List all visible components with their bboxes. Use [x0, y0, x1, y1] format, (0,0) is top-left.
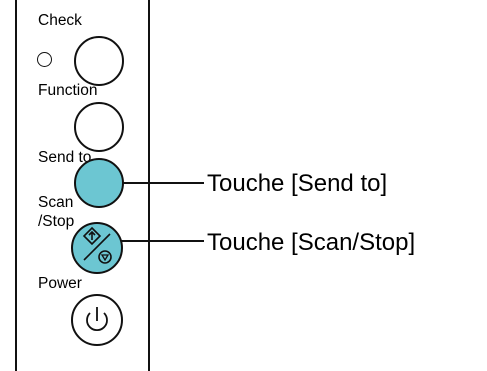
scan-stop-icon: [82, 226, 112, 264]
send-to-label: Send to: [38, 149, 92, 166]
function-label: Function: [38, 82, 98, 99]
send-to-callout: Touche [Send to]: [207, 170, 388, 197]
send-to-button[interactable]: [74, 158, 124, 208]
function-button[interactable]: [74, 102, 124, 152]
stop-label: /Stop: [38, 213, 75, 230]
scan-stop-callout: Touche [Scan/Stop]: [207, 229, 416, 256]
power-icon: [86, 307, 108, 332]
check-button[interactable]: [74, 36, 124, 86]
send-to-leader-line: [123, 182, 204, 184]
check-led-icon: [37, 52, 52, 67]
scan-stop-leader-line: [121, 240, 204, 242]
power-button[interactable]: [71, 294, 123, 346]
power-label: Power: [38, 275, 82, 292]
operator-panel: [15, 0, 150, 371]
check-label: Check: [38, 12, 82, 29]
scan-stop-button[interactable]: [71, 222, 123, 274]
scan-label: Scan: [38, 194, 74, 211]
